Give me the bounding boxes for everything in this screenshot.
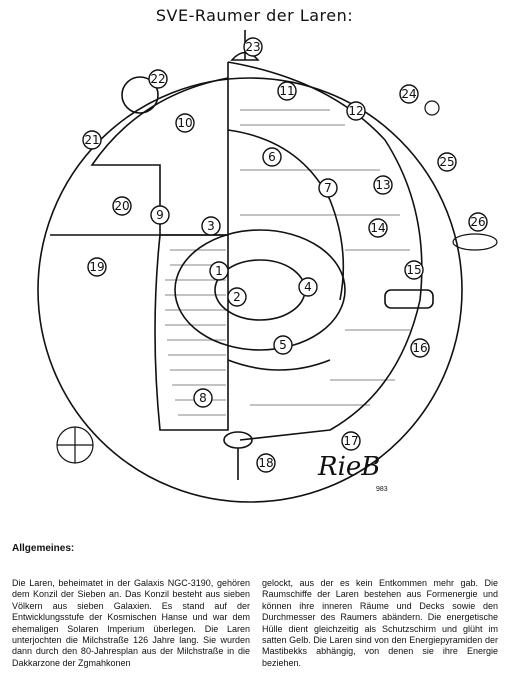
spaceship-cutaway-drawing: 1234567891011121314151617181920212223242… xyxy=(37,30,498,503)
description-column-left: Die Laren, beheimatet in der Galaxis NGC… xyxy=(12,578,250,668)
callout-number: 3 xyxy=(207,219,215,233)
callout-2: 2 xyxy=(227,287,247,307)
callout-number: 16 xyxy=(412,341,427,355)
lower-arc xyxy=(227,359,331,371)
callout-number: 14 xyxy=(370,221,385,235)
bottom-pod xyxy=(223,431,253,449)
callout-number: 13 xyxy=(375,178,390,192)
callout-7: 7 xyxy=(318,178,338,198)
artist-signature: RieB xyxy=(318,452,381,482)
callout-number: 8 xyxy=(199,391,207,405)
description-column-right: gelockt, aus der es kein Entkommen mehr … xyxy=(262,578,498,668)
callout-number: 18 xyxy=(258,456,273,470)
deck-hatching xyxy=(165,109,410,416)
upper-cut xyxy=(90,77,229,235)
callout-26: 26 xyxy=(468,212,488,232)
right-engine xyxy=(384,289,434,309)
callout-18: 18 xyxy=(256,453,276,473)
callout-number: 19 xyxy=(89,260,104,274)
callout-number: 26 xyxy=(470,215,485,229)
callout-14: 14 xyxy=(368,218,388,238)
diagram-title: SVE-Raumer der Laren: xyxy=(155,6,354,25)
callout-number: 21 xyxy=(84,133,99,147)
signature-year: 983 xyxy=(376,486,388,493)
callout-22: 22 xyxy=(148,69,168,89)
callout-number: 20 xyxy=(114,199,129,213)
callout-5: 5 xyxy=(273,335,293,355)
callout-9: 9 xyxy=(150,205,170,225)
callout-number: 2 xyxy=(233,290,241,304)
central-ring xyxy=(174,229,346,351)
callout-24: 24 xyxy=(399,84,419,104)
callout-number: 7 xyxy=(324,181,332,195)
callout-12: 12 xyxy=(346,101,366,121)
callout-number: 12 xyxy=(348,104,363,118)
callout-number: 1 xyxy=(215,264,223,278)
callout-number: 25 xyxy=(439,155,454,169)
callout-group: 1234567891011121314151617181920212223242… xyxy=(82,37,488,473)
callout-15: 15 xyxy=(404,260,424,280)
callout-number: 10 xyxy=(177,116,192,130)
callout-21: 21 xyxy=(82,130,102,150)
callout-4: 4 xyxy=(298,277,318,297)
callout-number: 15 xyxy=(406,263,421,277)
callout-number: 4 xyxy=(304,280,312,294)
disc-craft xyxy=(452,233,498,251)
callout-number: 5 xyxy=(279,338,287,352)
cutaway-right xyxy=(227,61,423,441)
callout-20: 20 xyxy=(112,196,132,216)
upper-left-dome xyxy=(121,76,159,114)
cutaway-wedge-left xyxy=(154,62,229,431)
hull-sphere xyxy=(37,77,463,503)
callout-16: 16 xyxy=(410,338,430,358)
callout-19: 19 xyxy=(87,257,107,277)
callout-11: 11 xyxy=(277,81,297,101)
callout-25: 25 xyxy=(437,152,457,172)
callout-number: 17 xyxy=(343,434,358,448)
callout-number: 23 xyxy=(245,40,260,54)
callout-6: 6 xyxy=(262,147,282,167)
callout-number: 22 xyxy=(150,72,165,86)
corridor-arc xyxy=(227,129,345,301)
callout-1: 1 xyxy=(209,261,229,281)
callout-number: 9 xyxy=(156,208,164,222)
callout-23: 23 xyxy=(243,37,263,57)
callout-number: 11 xyxy=(279,84,294,98)
callout-number: 24 xyxy=(401,87,416,101)
callout-13: 13 xyxy=(373,175,393,195)
small-probe xyxy=(424,100,440,116)
section-heading: Allgemeines: xyxy=(12,543,75,554)
callout-8: 8 xyxy=(193,388,213,408)
callout-3: 3 xyxy=(201,216,221,236)
callout-number: 6 xyxy=(268,150,276,164)
callout-10: 10 xyxy=(175,113,195,133)
callout-17: 17 xyxy=(341,431,361,451)
